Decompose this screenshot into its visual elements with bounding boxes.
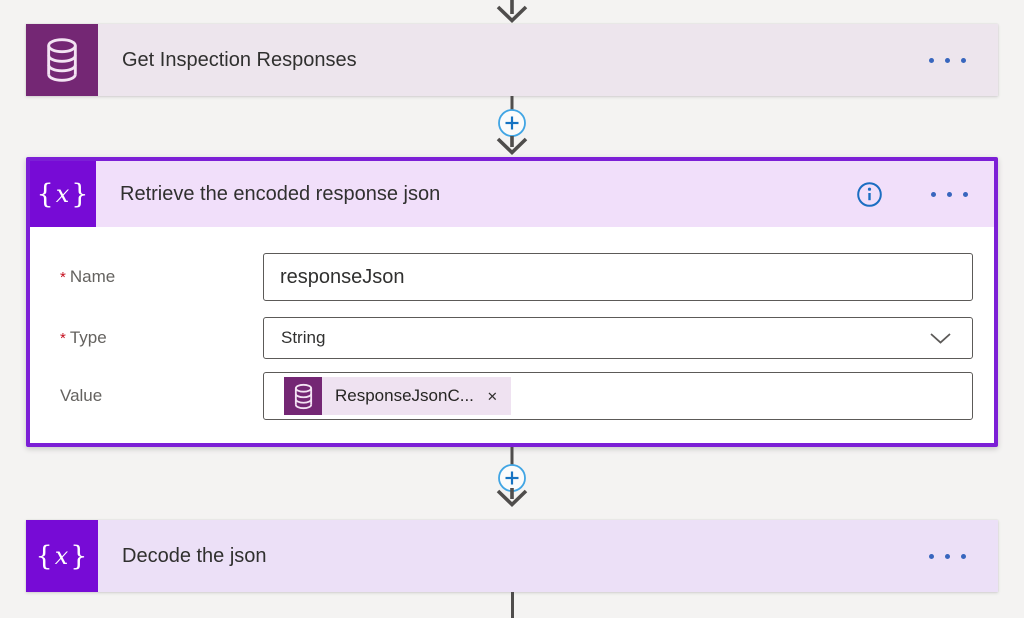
- info-icon[interactable]: [855, 180, 883, 208]
- card-header: {x} Retrieve the encoded response json: [30, 161, 994, 227]
- arrow-down-icon: [495, 136, 529, 156]
- required-marker: *: [60, 329, 66, 347]
- database-icon: [284, 377, 322, 415]
- action-card-retrieve-encoded-response-json[interactable]: {x} Retrieve the encoded response json *…: [26, 157, 998, 447]
- action-parameters-form: * Name * Type String Value: [30, 227, 994, 443]
- connector: [462, 447, 562, 520]
- chevron-down-icon: [929, 332, 952, 345]
- arrow-down-icon: [495, 488, 529, 508]
- value-input[interactable]: ResponseJsonC... ✕: [263, 372, 973, 420]
- ellipsis-icon[interactable]: [925, 544, 970, 569]
- token-label: ResponseJsonC...: [335, 386, 474, 405]
- card-title: Decode the json: [122, 544, 267, 567]
- type-dropdown[interactable]: String: [263, 317, 973, 359]
- connector: [462, 96, 562, 157]
- type-field-label: * Type: [60, 328, 107, 347]
- value-field-label: Value: [60, 386, 103, 405]
- connector-stem: [511, 592, 514, 618]
- required-marker: *: [60, 268, 66, 286]
- variable-x-icon: {x}: [30, 161, 96, 227]
- close-icon[interactable]: ✕: [486, 388, 498, 404]
- action-card-decode-the-json[interactable]: {x} Decode the json: [26, 520, 998, 592]
- variable-x-icon: {x}: [26, 520, 98, 592]
- plus-circle-icon[interactable]: [497, 108, 527, 138]
- name-input[interactable]: [263, 253, 973, 301]
- arrow-down-icon: [495, 0, 529, 24]
- card-title: Retrieve the encoded response json: [120, 182, 441, 205]
- ellipsis-icon[interactable]: [925, 48, 970, 73]
- ellipsis-icon[interactable]: [927, 182, 972, 207]
- dynamic-content-token[interactable]: ResponseJsonC... ✕: [284, 377, 511, 415]
- database-icon: [26, 24, 98, 96]
- type-dropdown-value: String: [281, 328, 326, 347]
- action-card-get-inspection-responses[interactable]: Get Inspection Responses: [26, 24, 998, 96]
- card-title: Get Inspection Responses: [122, 48, 357, 71]
- name-field-label: * Name: [60, 267, 116, 286]
- token-label-area: ResponseJsonC... ✕: [322, 377, 511, 415]
